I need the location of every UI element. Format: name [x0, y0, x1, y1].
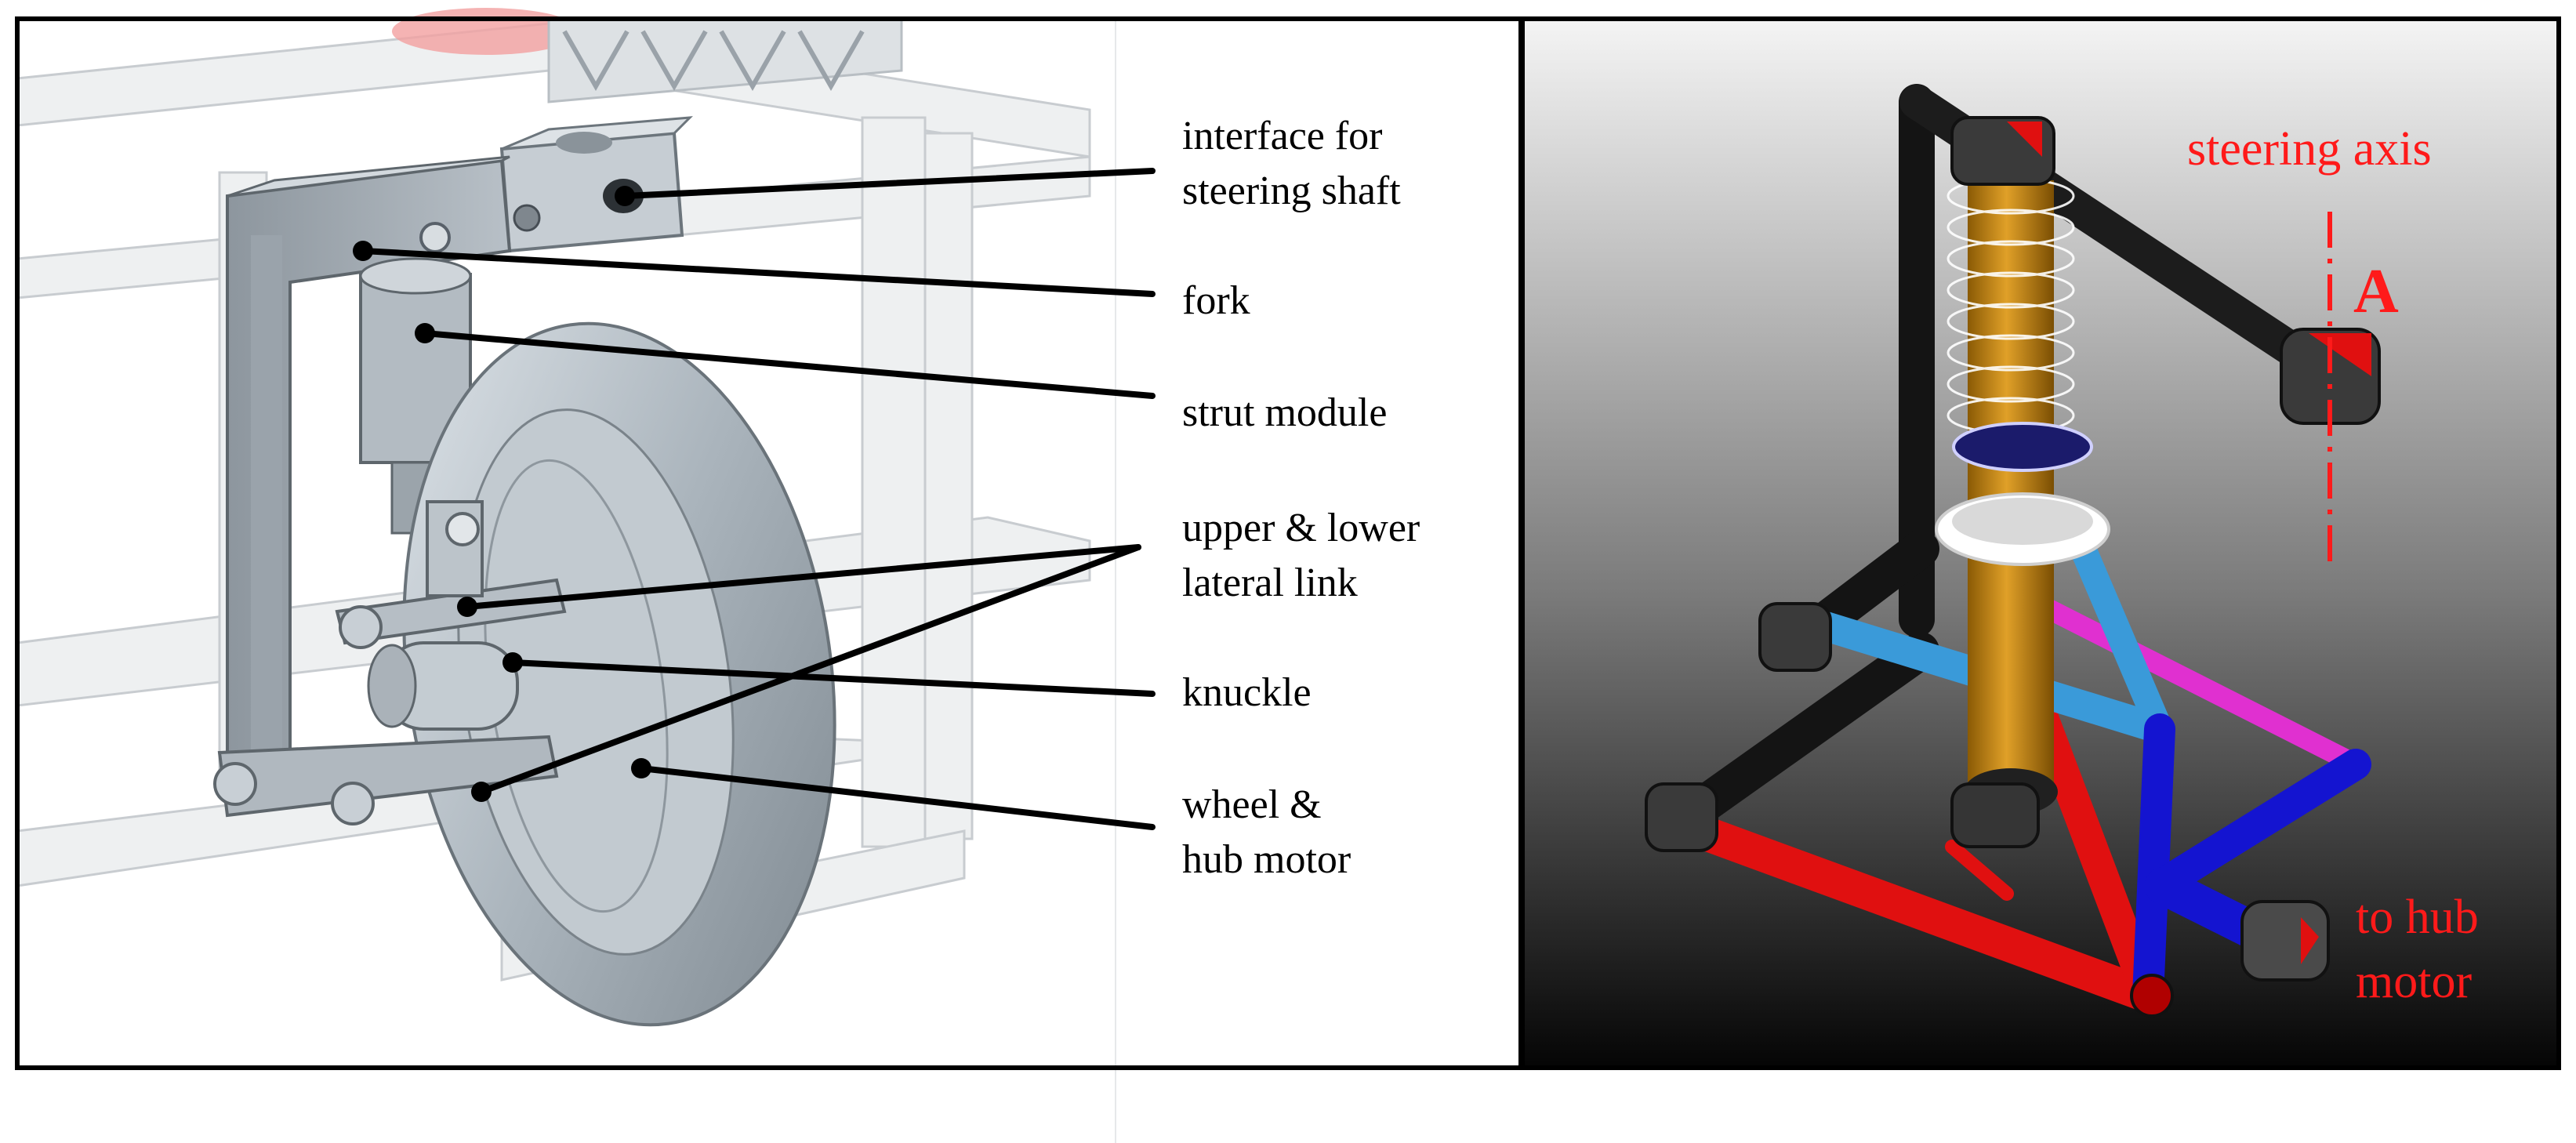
spring-coils [1947, 177, 2075, 434]
leader-upper-link [464, 544, 1141, 610]
red-link-diagonal [2023, 690, 2164, 1011]
axis-point-label: A [2353, 257, 2399, 326]
red-link-lower [1660, 806, 2165, 1013]
label-wheel: wheel & hub motor [1182, 782, 1351, 882]
dot-lower-link [471, 782, 492, 802]
magenta-link [2028, 593, 2366, 775]
label-links: upper & lower lateral link [1182, 506, 1430, 605]
cad-panel: interface for steering shaft fork strut … [15, 8, 1523, 1143]
dot-wheel [631, 758, 651, 778]
leader-fork [360, 248, 1156, 297]
dot-strut [415, 323, 435, 343]
dot-knuckle [503, 652, 523, 673]
steering-axis-label: steering axis [2187, 122, 2432, 176]
dot-interface [615, 186, 635, 206]
callout-labels: interface for steering shaft fork strut … [1182, 114, 1430, 882]
steering-interface-block [499, 116, 693, 253]
kinematic-panel-border [1520, 16, 2561, 1070]
dot-upper-link [457, 597, 477, 617]
blue-link-lower [2132, 713, 2175, 1011]
kinematic-panel: steering axis A to hub motor [1520, 16, 2561, 1070]
knuckle [367, 641, 519, 731]
hub-motor-label: to hub motor [2356, 891, 2491, 1008]
dot-fork [353, 241, 373, 261]
label-strut: strut module [1182, 390, 1387, 435]
leader-lines [353, 168, 1156, 830]
leader-lower-link [478, 544, 1141, 795]
label-interface: interface for steering shaft [1182, 114, 1401, 213]
label-fork: fork [1182, 278, 1250, 323]
wheel [402, 321, 836, 1027]
leader-strut [422, 330, 1156, 399]
leader-wheel [638, 765, 1156, 830]
lateral-links [213, 500, 567, 826]
leader-knuckle [510, 659, 1156, 697]
blue-link-hub [2144, 749, 2371, 902]
leader-interface [622, 168, 1156, 199]
joint-caps [1645, 116, 2381, 1018]
label-knuckle: knuckle [1182, 670, 1312, 715]
